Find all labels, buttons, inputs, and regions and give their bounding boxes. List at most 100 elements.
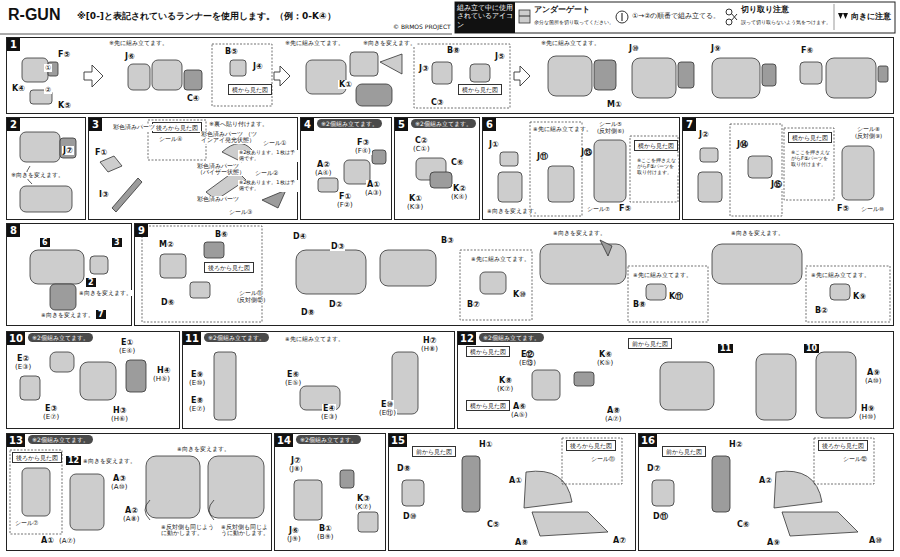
view-box: 前から見た図	[662, 446, 706, 457]
part-label: C⑥	[450, 158, 465, 167]
part-label: M①	[606, 100, 623, 109]
part-label: J④	[252, 62, 264, 71]
note-text: 彩色済みパーツ （バイザー状態）	[196, 163, 248, 176]
part-label: H⑦	[422, 336, 437, 345]
step-number: 12	[458, 332, 476, 345]
callout-number: 7	[96, 310, 106, 319]
part-label: (E⑦)	[42, 413, 60, 421]
part-label: H④	[156, 366, 171, 375]
part-label: (H⑥)	[110, 415, 129, 423]
note-text: シール③	[228, 209, 253, 216]
part-label: K⑥	[598, 350, 613, 359]
step-number: 9	[135, 224, 148, 237]
view-label: 後ろから見た図	[208, 264, 250, 271]
part-label: J③	[418, 64, 430, 73]
step-note: ※2個組み立てます。	[28, 333, 93, 342]
part-label: (E⑬)	[518, 359, 537, 367]
callout-number: 12	[66, 456, 81, 465]
part-label: A②	[316, 160, 331, 169]
part-label: D②	[328, 300, 343, 309]
note-text: ※2枚あります。1枚は予備です。	[238, 180, 298, 192]
part-label: (K⑦)	[496, 385, 514, 393]
note-text: 彩色済みパーツ	[112, 124, 156, 131]
part-label: B②	[814, 306, 829, 315]
part-label: 切り取り注意	[740, 5, 790, 14]
note-text: ※先に組み立てます。	[632, 272, 693, 278]
part-label: E③	[44, 404, 58, 413]
note-text: (反対側⑨)	[854, 133, 883, 139]
part-label: A⑧	[606, 406, 621, 415]
part-label: A①	[40, 536, 55, 545]
part-label: F⑤	[618, 204, 632, 213]
part-label: ②	[44, 86, 52, 94]
part-label: J⑭	[736, 140, 749, 149]
part-label: (J⑨)	[286, 535, 302, 543]
view-box: 横から見た図	[788, 132, 832, 143]
part-label: A⑨	[766, 538, 781, 547]
view-box: 前から見た図	[412, 446, 456, 457]
part-label: H①	[478, 440, 493, 449]
note-text: シール⑦	[14, 520, 39, 527]
view-label: 前から見た図	[416, 448, 452, 455]
part-label: F①	[94, 148, 108, 157]
part-label: (H⑧)	[420, 345, 439, 353]
part-label: B③	[440, 236, 455, 245]
note-text: ※ここを押さえながらF⑤パーツを取り付けます。	[636, 158, 678, 175]
step-number: 11	[183, 332, 201, 345]
view-label: 横から見た図	[470, 348, 506, 355]
part-label: F①	[338, 192, 352, 201]
callout-number: 10	[804, 344, 819, 353]
note-text: ※反対側も同じように動かします。	[160, 524, 218, 537]
note-text: シール②	[254, 170, 279, 177]
view-box: 横から見た図	[634, 140, 678, 151]
part-label: K②	[452, 184, 467, 193]
part-label: E⑩	[380, 400, 394, 409]
note-text: ※ここを押さえながらF⑤パーツを取り付けます。	[790, 150, 832, 167]
part-label: J⑬	[580, 148, 593, 157]
view-box: 横から見た図	[466, 400, 510, 411]
part-label: K①	[338, 80, 353, 89]
part-label: (A⑧)	[122, 515, 141, 523]
part-label: E④	[322, 404, 336, 413]
part-label: J⑥	[288, 526, 300, 535]
part-label: D④	[292, 232, 307, 241]
part-label: C⑤	[486, 520, 501, 529]
view-box: 後ろから見た図	[204, 262, 254, 273]
view-label: 横から見た図	[462, 86, 498, 93]
note-text: (反対側⑥)	[596, 128, 625, 134]
part-label: J⑩	[628, 44, 640, 53]
view-label: 後ろから見た図	[822, 442, 864, 449]
part-label: D⑥	[160, 298, 175, 307]
part-label: (A⑩)	[110, 483, 129, 491]
part-label: B⑦	[466, 300, 481, 309]
part-label: J⑤	[494, 52, 506, 61]
part-label: E⑥	[286, 370, 300, 379]
view-box: 後ろから見た図	[12, 452, 62, 463]
part-label: F⑥	[800, 46, 814, 55]
icon-legend-header: 組み立て中に使用されているアイコン	[455, 2, 515, 33]
part-label: K⑤	[57, 101, 72, 110]
part-label: B⑥	[214, 230, 229, 239]
callout-number: 2	[86, 278, 96, 287]
step-number: 10	[7, 332, 25, 345]
step-number: 3	[89, 118, 102, 131]
part-label: C④	[186, 94, 201, 103]
step-number: 16	[639, 434, 657, 447]
part-label: J②	[698, 130, 710, 139]
step-number: 8	[7, 224, 20, 237]
callout-number: 6	[40, 238, 50, 247]
part-label: ①	[44, 64, 52, 72]
callout-number: 3	[112, 238, 122, 247]
part-label: (F④)	[354, 147, 372, 155]
part-label: ①→②の順番で組み立てる。	[631, 12, 721, 20]
part-label: (C①)	[412, 145, 431, 153]
part-label: (E⑩)	[188, 379, 206, 387]
note-text: 彩色済みパーツ	[196, 196, 240, 202]
part-label: F⑤	[57, 50, 71, 59]
step-number: 1	[7, 38, 20, 51]
view-label: 横から見た図	[638, 142, 674, 149]
view-label: 後ろから見た図	[156, 124, 198, 131]
part-label: K⑨	[852, 292, 867, 301]
part-label: E⑫	[520, 350, 535, 359]
